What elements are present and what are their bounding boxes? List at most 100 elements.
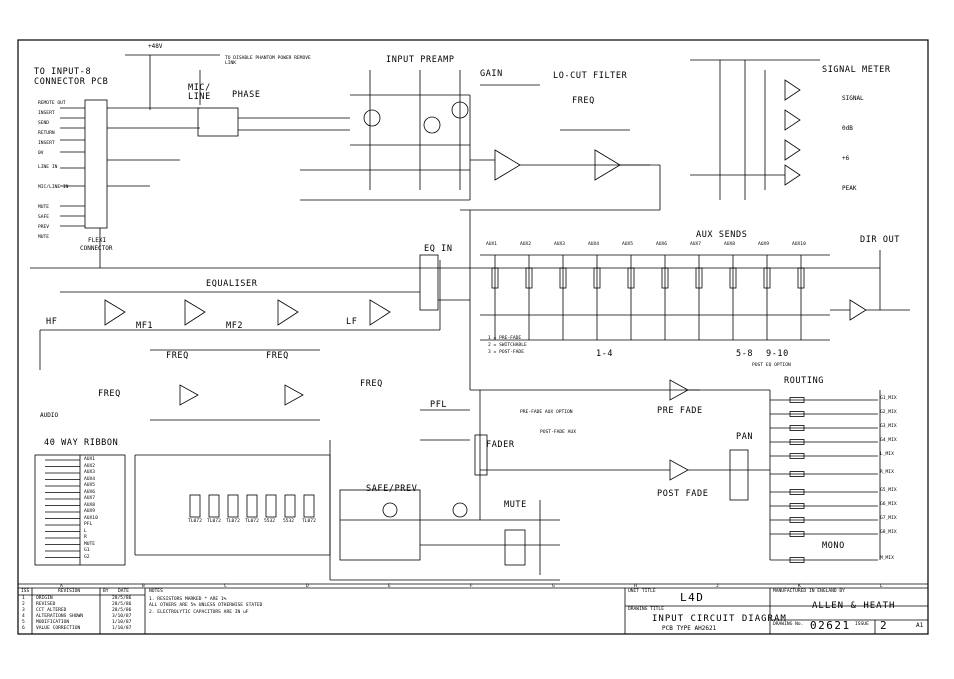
- connector-pin-label: MIC/LINE IN: [38, 185, 69, 190]
- ic-package: [189, 494, 201, 518]
- meter-plus6-label: +6: [842, 155, 850, 162]
- connector-pcb-label: CONNECTOR PCB: [34, 77, 109, 87]
- phase-label: PHASE: [232, 90, 261, 100]
- ribbon-signal-label: AUX10: [84, 515, 98, 521]
- gain-label: GAIN: [480, 69, 503, 79]
- revision-iss: 4: [22, 614, 25, 619]
- safe-prev-label: SAFE/PREV: [366, 484, 418, 494]
- connector-pin-label: MUTE: [38, 235, 50, 240]
- manufacturer-name: ALLEN & HEATH: [812, 601, 896, 611]
- pre-fade-aux-option-label: PRE-FADE AUX OPTION: [520, 410, 573, 415]
- ic-package: [303, 494, 315, 518]
- connector-pin-label: MUTE: [38, 205, 50, 210]
- notes-heading: NOTES: [149, 589, 163, 594]
- revision-date: 1/10/87: [112, 626, 132, 631]
- ic-label: 5532: [264, 519, 276, 524]
- ic-label: TL072: [226, 519, 240, 524]
- equaliser-label: EQUALISER: [206, 279, 258, 289]
- connector-pin-label: INSERT: [38, 141, 55, 146]
- connector-pin-label: RETURN: [38, 131, 55, 136]
- ribbon-signal-label: AUX5: [84, 483, 96, 488]
- connector-pin-label: LINE IN: [38, 165, 58, 170]
- flexi-label: FLEXI: [88, 237, 107, 244]
- pfl-label: PFL: [430, 400, 448, 410]
- ribbon-signal-label: AUX7: [84, 496, 96, 501]
- aux-legend-2: 2 = SWITCHABLE: [488, 343, 527, 348]
- revision-text: ALTERATIONS SHOWN: [36, 614, 84, 619]
- fader-label: FADER: [486, 440, 515, 450]
- aux-sends-label: AUX SENDS: [696, 230, 748, 240]
- routing-bus-label: G4_MIX: [880, 438, 897, 443]
- aux-send-label: AUX5: [622, 242, 634, 247]
- issue-label: ISSUE: [855, 622, 869, 627]
- revision-header-revision: REVISION: [58, 589, 81, 594]
- pre-fade-label: PRE FADE: [657, 406, 703, 416]
- routing-bus-label: G6_MIX: [880, 502, 897, 507]
- revision-header-iss: ISS: [21, 589, 30, 594]
- grid-column-letter: J: [716, 584, 719, 589]
- revision-iss: 5: [22, 620, 25, 625]
- aux-send-label: AUX3: [554, 242, 566, 247]
- to-input-label: TO INPUT-8: [34, 67, 92, 77]
- routing-resistor: [789, 439, 805, 445]
- ribbon-signal-label: G1: [84, 548, 90, 553]
- ribbon-signal-label: PFL: [84, 522, 93, 527]
- drawing-title-label: DRAWING TITLE: [628, 607, 664, 612]
- grid-column-letter: H: [634, 584, 637, 589]
- drawing-title: INPUT CIRCUIT DIAGRAM: [652, 614, 787, 624]
- eq-in-label: EQ IN: [424, 244, 453, 254]
- routing-bus-label: R_MIX: [880, 470, 894, 475]
- routing-bus-label: L_MIX: [880, 452, 894, 457]
- routing-resistor: [789, 425, 805, 431]
- routing-bus-label: M_MIX: [880, 556, 894, 561]
- revision-text: VALUE CORRECTION: [36, 626, 81, 631]
- routing-resistor: [789, 453, 805, 459]
- flexi-connector-label: CONNECTOR: [80, 245, 113, 252]
- ribbon-signal-label: AUX4: [84, 476, 96, 482]
- audio-gnd-label: AUDIO: [40, 412, 59, 419]
- revision-date: 3/10/87: [112, 614, 132, 619]
- aux-legend-3: 3 = POST-FADE: [488, 350, 524, 355]
- aux-group-2-label: 5-8: [736, 349, 754, 359]
- grid-column-letter: K: [798, 584, 801, 589]
- connector-pin-label: SEND: [38, 121, 50, 126]
- drawing-no-label: DRAWING No.: [773, 622, 804, 627]
- signal-meter-label: SIGNAL METER: [822, 65, 891, 75]
- aux-send-label: AUX4: [588, 242, 600, 247]
- manufacturer-label: MANUFACTURED IN ENGLAND BY: [773, 589, 845, 594]
- routing-resistor: [789, 397, 805, 403]
- mic-label: MIC/: [188, 83, 211, 93]
- aux-send-label: AUX9: [758, 242, 770, 247]
- connector-pin-label: REMOTE OUT: [38, 101, 66, 106]
- connector-pin-label: PREV: [38, 225, 50, 230]
- mute-label: MUTE: [504, 500, 527, 510]
- revision-date: 28/5/86: [112, 596, 132, 601]
- connector-pin-label: SAFE: [38, 215, 50, 220]
- routing-resistor: [789, 557, 805, 563]
- post-fade-aux-label: POST-FADE AUX: [540, 430, 576, 435]
- revision-header-by: BY: [103, 589, 109, 594]
- grid-column-letter: B: [142, 584, 145, 589]
- routing-bus-label: G7_MIX: [880, 516, 897, 521]
- input-preamp-label: INPUT PREAMP: [386, 55, 455, 65]
- ic-package: [284, 494, 296, 518]
- connector-pin-label: 0V: [38, 151, 44, 156]
- routing-bus-label: G5_MIX: [880, 488, 897, 493]
- post-fade-label: POST FADE: [657, 489, 709, 499]
- ic-label: 5532: [283, 519, 295, 524]
- ribbon-signal-label: AUX8: [84, 502, 96, 508]
- notes-line-3: 2. ELECTROLYTIC CAPACITORS ARE IN uF: [149, 610, 249, 615]
- revision-text: MODIFICATION: [36, 620, 70, 625]
- drawing-number: 02621: [810, 619, 851, 632]
- connector-pin-label: INSERT: [38, 111, 55, 116]
- aux-send-label: AUX8: [724, 242, 736, 247]
- ic-label: TL072: [207, 519, 221, 524]
- revision-iss: 6: [22, 626, 25, 631]
- notes-line-2: ALL OTHERS ARE 5% UNLESS OTHERWISE STATE…: [149, 603, 263, 608]
- revision-date: 1/10/87: [112, 620, 132, 625]
- routing-resistor: [789, 503, 805, 509]
- aux-send-label: AUX1: [486, 242, 498, 247]
- routing-resistor: [789, 489, 805, 495]
- freq-label-lf: FREQ: [360, 379, 383, 389]
